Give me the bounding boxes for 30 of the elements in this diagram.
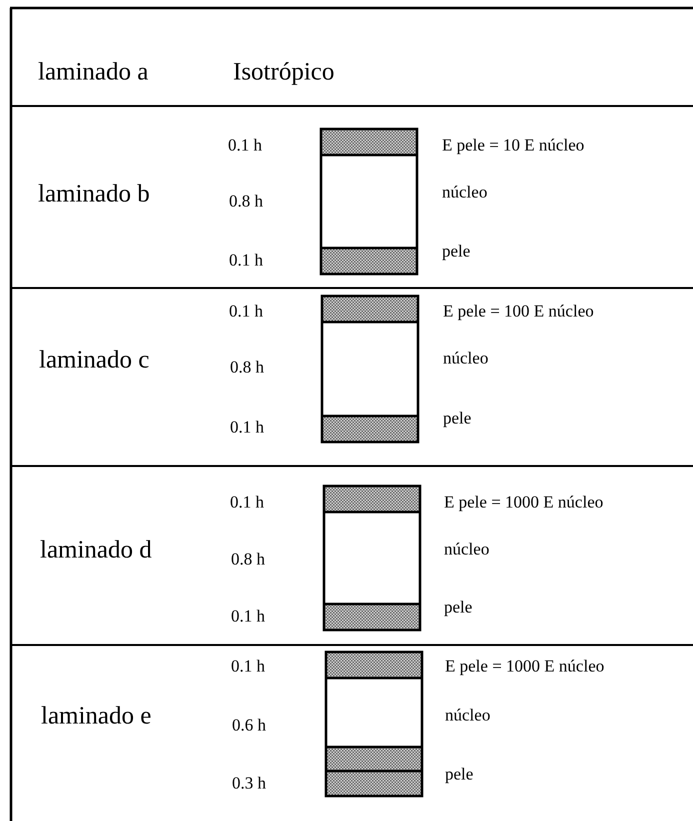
thickness-label: 0.1 h: [231, 608, 265, 624]
layer-label: pele: [445, 766, 474, 782]
thickness-label: 0.1 h: [230, 418, 264, 436]
layer-label: pele: [444, 598, 472, 616]
modulus-ratio-note: E pele = 1000 E núcleo: [444, 494, 604, 510]
layer-label: pele: [443, 410, 472, 426]
row-label: laminado a: [38, 60, 148, 84]
row-label: laminado c: [39, 348, 150, 372]
row-label: laminado b: [38, 182, 150, 206]
row-label: laminado e: [41, 704, 152, 728]
thickness-label: 0.8 h: [231, 550, 265, 568]
modulus-ratio-note: E pele = 10 E núcleo: [442, 136, 584, 154]
thickness-label: 0.8 h: [229, 192, 263, 210]
thickness-label: 0.1 h: [229, 302, 263, 320]
modulus-ratio-note: E pele = 100 E núcleo: [443, 302, 594, 320]
layer-label: núcleo: [443, 350, 488, 366]
layer-label: pele: [442, 242, 470, 260]
row-label: laminado d: [40, 538, 152, 562]
thickness-label: 0.1 h: [231, 658, 265, 674]
thickness-label: 0.3 h: [232, 774, 266, 792]
thickness-label: 0.8 h: [230, 358, 264, 376]
thickness-label: 0.1 h: [230, 494, 264, 510]
thickness-label: 0.1 h: [229, 252, 263, 268]
layer-label: núcleo: [444, 540, 490, 558]
material-label: Isotrópico: [233, 60, 334, 84]
modulus-ratio-note: E pele = 1000 E núcleo: [445, 658, 604, 674]
thickness-label: 0.6 h: [232, 716, 266, 734]
layer-label: núcleo: [442, 184, 488, 200]
layer-label: núcleo: [445, 706, 490, 724]
thickness-label: 0.1 h: [228, 136, 262, 154]
